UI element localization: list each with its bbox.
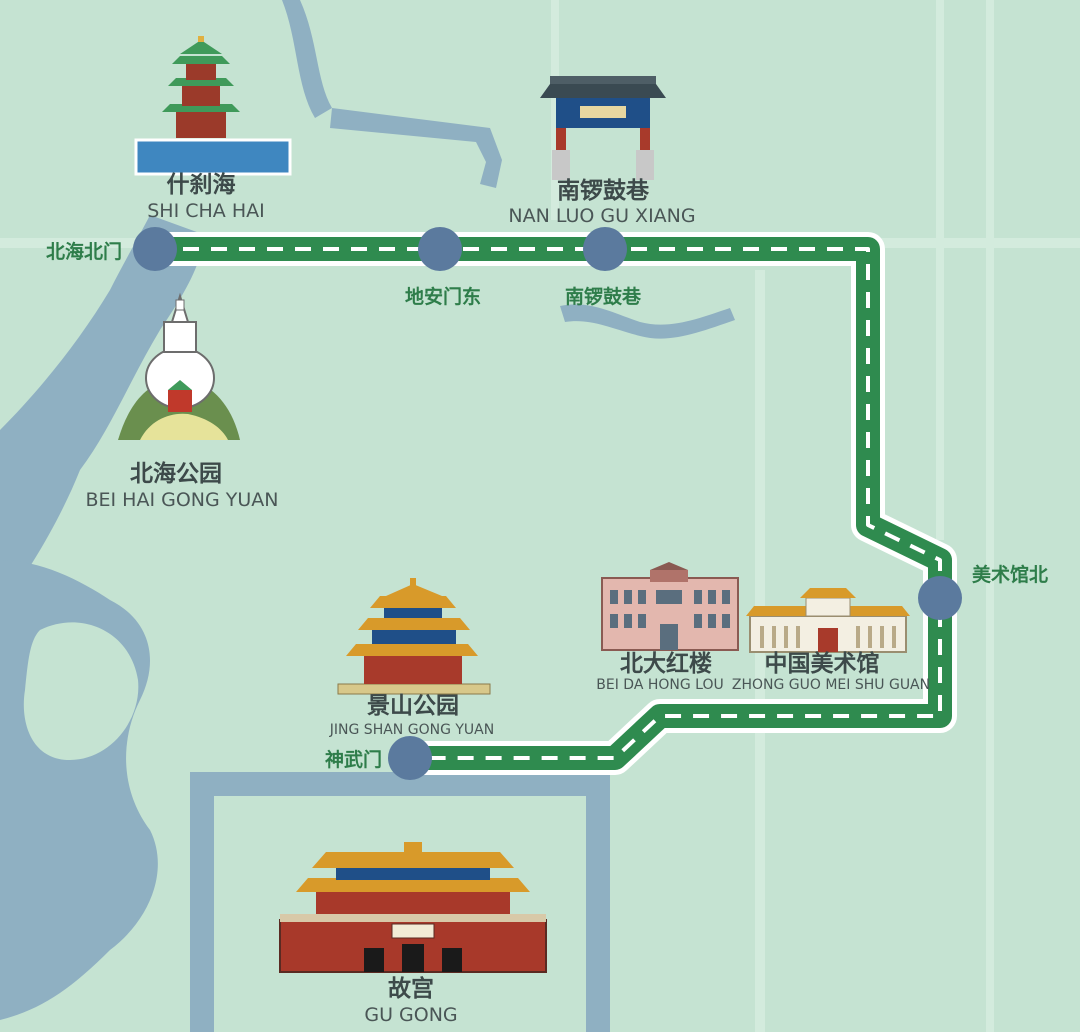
stop-label: 美术馆北 (972, 563, 1048, 586)
landmark-name-pinyin: ZHONG GUO MEI SHU GUAN (732, 677, 930, 693)
stop-dianmen-dong[interactable]: 地安门东 (405, 227, 481, 308)
landmark-beida-honglou[interactable]: 北大红楼 BEI DA HONG LOU (596, 562, 739, 693)
landmark-name-pinyin: BEI DA HONG LOU (596, 677, 723, 693)
landmark-name-pinyin: NAN LUO GU XIANG (508, 205, 695, 227)
landmark-beihai-park[interactable]: 北海公园 BEI HAI GONG YUAN (86, 292, 279, 511)
paifang-gate-icon (540, 76, 666, 180)
stop-nanluoguxiang[interactable]: 南锣鼓巷 (565, 227, 642, 308)
landmark-name-pinyin: JING SHAN GONG YUAN (329, 722, 494, 738)
landmark-name-cn: 中国美术馆 (765, 650, 880, 677)
stop-label: 南锣鼓巷 (565, 285, 642, 308)
red-building-icon (601, 562, 739, 651)
landmark-name-cn: 什刹海 (167, 171, 236, 198)
landmark-shichahai[interactable]: 什刹海 SHI CHA HAI (134, 36, 292, 222)
jingshan-pavilion-icon (337, 578, 491, 695)
stop-shenwumen[interactable]: 神武门 (325, 736, 432, 780)
stop-marker[interactable] (133, 227, 177, 271)
landmark-national-art-museum[interactable]: 中国美术馆 ZHONG GUO MEI SHU GUAN (732, 588, 930, 693)
landmark-name-cn: 北大红楼 (620, 650, 712, 677)
white-dagoba-icon (118, 292, 240, 440)
stop-marker[interactable] (918, 576, 962, 620)
landmark-name-cn: 北海公园 (130, 460, 222, 487)
stop-meishuguan-bei[interactable]: 美术馆北 (918, 563, 1048, 620)
stop-label: 地安门东 (405, 285, 481, 308)
landmark-nanluoguxiang[interactable]: 南锣鼓巷 NAN LUO GU XIANG (508, 76, 696, 227)
water-areas (0, 0, 735, 1032)
stop-beihai-beimen[interactable]: 北海北门 (46, 227, 177, 271)
stop-label: 神武门 (325, 748, 382, 771)
landmark-name-cn: 故宫 (388, 975, 434, 1002)
landmark-name-pinyin: BEI HAI GONG YUAN (86, 489, 279, 511)
stop-label: 北海北门 (46, 240, 122, 263)
forbidden-city-gate-icon (279, 842, 547, 973)
pavilion-tower-icon (134, 36, 292, 176)
bus-route (138, 232, 957, 775)
landmark-name-cn: 南锣鼓巷 (557, 177, 650, 204)
stop-marker[interactable] (583, 227, 627, 271)
landmark-name-pinyin: SHI CHA HAI (147, 200, 264, 222)
landmark-gugong[interactable]: 故宫 GU GONG (279, 842, 547, 1026)
art-museum-icon (746, 588, 910, 653)
landmark-name-cn: 景山公园 (367, 693, 459, 719)
stop-marker[interactable] (418, 227, 462, 271)
landmark-jingshan-park[interactable]: 景山公园 JING SHAN GONG YUAN (329, 578, 494, 738)
stop-marker[interactable] (388, 736, 432, 780)
landmark-name-pinyin: GU GONG (364, 1004, 457, 1026)
